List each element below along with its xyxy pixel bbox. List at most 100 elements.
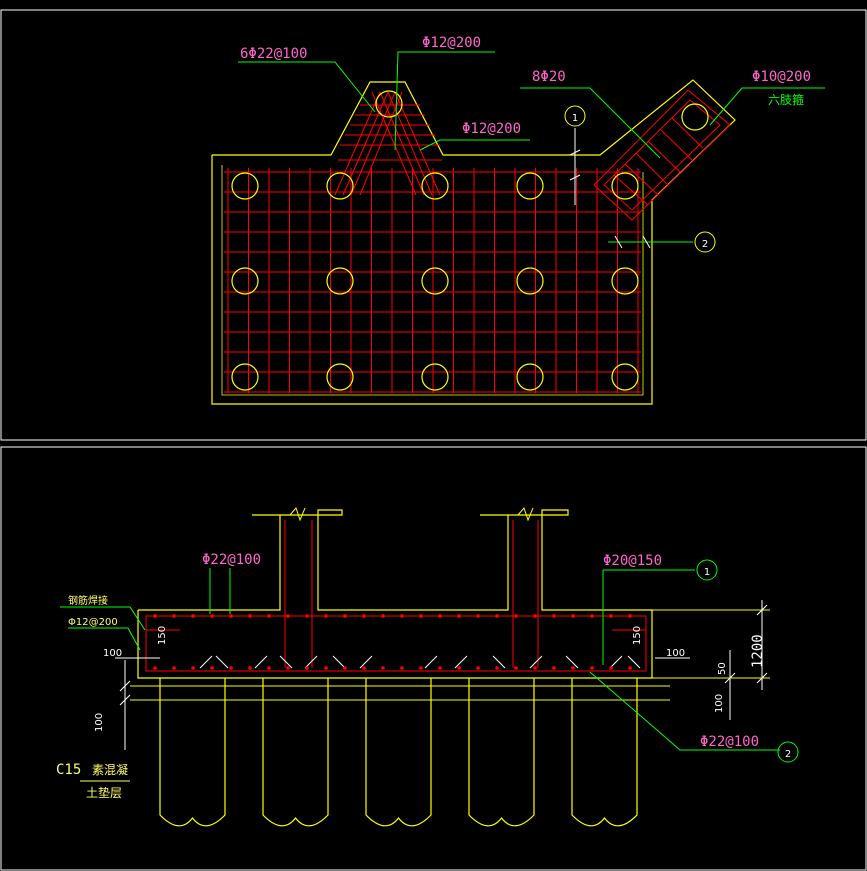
label-phi12-top: Φ12@200 <box>422 35 481 51</box>
label-8phi20: 8Φ20 <box>532 69 566 85</box>
plan-bubble-2 <box>694 231 716 253</box>
rebar-dot <box>476 666 480 670</box>
rebar-dot <box>609 666 613 670</box>
rebar-dot <box>628 666 632 670</box>
rebar-dot <box>533 666 537 670</box>
rebar-dot <box>514 614 518 618</box>
anchor-hooks <box>199 655 641 669</box>
pile-shaft <box>571 678 638 827</box>
rebar-dot <box>305 666 309 670</box>
rebar-dot <box>438 666 442 670</box>
dim-100-vertical: 100 <box>94 713 105 732</box>
rebar-dot <box>286 666 290 670</box>
plan-view: 1 2 6Φ22@100 Φ12@200 Φ12@200 8Φ20 Φ10@20… <box>211 35 825 405</box>
plan-viewport-frame <box>0 9 867 441</box>
rebar-dot <box>343 614 347 618</box>
rebar-dot <box>514 666 518 670</box>
plan-leaders <box>238 51 825 243</box>
rebar-dot <box>172 666 176 670</box>
label-c15: C15 <box>56 762 81 778</box>
rebar-dot <box>229 614 233 618</box>
section-rebar <box>145 520 647 672</box>
rebar-dot <box>381 614 385 618</box>
pile-circle <box>326 267 354 295</box>
rebar-dot <box>495 666 499 670</box>
dim-150-right: 150 <box>632 626 643 645</box>
dim-1200: 1200 <box>750 634 766 668</box>
rebar-dot <box>210 614 214 618</box>
pile-shaft <box>365 678 432 827</box>
pile-circle <box>231 363 259 391</box>
pile-circle <box>611 267 639 295</box>
label-phi22-top: Φ22@100 <box>202 552 261 568</box>
pile-shaft <box>159 678 226 827</box>
label-phi12: Φ12@200 <box>68 617 118 628</box>
label-phi10: Φ10@200 <box>752 69 811 85</box>
rebar-dot <box>343 666 347 670</box>
rebar-dot <box>305 614 309 618</box>
rebar-dot <box>419 666 423 670</box>
rebar-dot <box>286 614 290 618</box>
pile-circle <box>516 172 544 200</box>
section-outline <box>137 509 653 679</box>
rebar-dot <box>533 614 537 618</box>
column-break-right <box>517 507 534 522</box>
pile-shaft <box>262 678 329 827</box>
section-bubble-2 <box>777 741 799 763</box>
label-phi22-bottom: Φ22@100 <box>700 734 759 750</box>
label-concrete: 素混凝 <box>92 762 128 777</box>
rebar-dot <box>400 614 404 618</box>
rebar-dot <box>628 614 632 618</box>
label-phi12-mid: Φ12@200 <box>462 121 521 137</box>
rebar-dot <box>590 614 594 618</box>
rebar-dots <box>153 614 632 670</box>
pile-shaft <box>468 678 535 827</box>
rebar-dot <box>609 614 613 618</box>
rebar-dot <box>419 614 423 618</box>
pile-circle <box>516 363 544 391</box>
rebar-dot <box>400 666 404 670</box>
dim-100-right-vertical: 100 <box>714 694 725 713</box>
rebar-dot <box>324 666 328 670</box>
rebar-dot <box>476 614 480 618</box>
pile-circle <box>326 363 354 391</box>
rebar-dot <box>248 666 252 670</box>
rebar-dot <box>362 666 366 670</box>
label-cushion: 土垫层 <box>86 785 122 800</box>
section-view: 1 2 Φ22@100 Φ20@150 Φ22@100 钢筋焊接 Φ12@200… <box>56 507 799 827</box>
dim-50: 50 <box>717 662 728 675</box>
rebar-dot <box>324 614 328 618</box>
dim-100-left: 100 <box>103 648 122 659</box>
pile-circle <box>611 172 639 200</box>
plan-bubble-1-label: 1 <box>572 113 578 124</box>
pile-circles <box>231 172 639 391</box>
rebar-dot <box>172 614 176 618</box>
rebar-dot <box>248 614 252 618</box>
section-leaders <box>60 568 780 751</box>
rebar-dot <box>229 666 233 670</box>
pile-circle <box>516 267 544 295</box>
section-bubble-1-label: 1 <box>704 567 710 578</box>
pile-circle <box>421 172 449 200</box>
pile-circle <box>326 172 354 200</box>
rebar-dot <box>210 666 214 670</box>
cap-inner-outline <box>221 165 644 396</box>
section-piles <box>159 678 638 827</box>
plan-bubble-1 <box>564 105 586 127</box>
rebar-dot <box>153 666 157 670</box>
rebar-dot <box>267 614 271 618</box>
dim-150-left: 150 <box>157 626 168 645</box>
pile-circle <box>681 103 709 131</box>
rebar-dot <box>552 614 556 618</box>
label-hex-stirrup: 六肢箍 <box>768 92 804 107</box>
rebar-dot <box>153 614 157 618</box>
label-weld: 钢筋焊接 <box>68 594 108 607</box>
pile-circle <box>421 267 449 295</box>
section-dims <box>115 600 768 750</box>
section-bubble-2-label: 2 <box>785 749 791 760</box>
rebar-dot <box>362 614 366 618</box>
plan-bubble-2-label: 2 <box>702 239 708 250</box>
bottom-rebar-mesh <box>224 168 641 393</box>
dim-100-right: 100 <box>666 648 685 659</box>
